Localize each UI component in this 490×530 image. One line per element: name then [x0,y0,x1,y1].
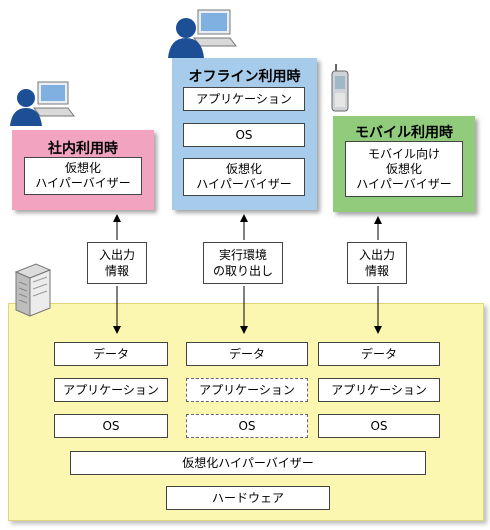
server-app-3: アプリケーション [318,378,440,402]
server-os-3: OS [318,414,440,438]
server-data-1: データ [54,342,168,366]
server-app-1: アプリケーション [54,378,168,402]
offline-transfer-label: 実行環境 の取り出し [203,242,283,284]
office-title: 社内利用時 [48,141,118,157]
server-hypervisor: 仮想化ハイパーバイザー [70,451,426,475]
server-os-1: OS [54,414,168,438]
offline-title: オフライン利用時 [188,69,301,85]
office-hypervisor: 仮想化 ハイパーバイザー [24,157,142,195]
server-data-2: データ [186,342,308,366]
offline-app: アプリケーション [183,87,305,111]
server-area [8,303,484,521]
offline-user-icon [166,6,238,60]
office-transfer-label: 入出力 情報 [87,242,147,284]
offline-os: OS [183,123,305,147]
offline-hypervisor: 仮想化 ハイパーバイザー [183,158,305,196]
server-os-2: OS [186,414,308,438]
mobile-transfer-label: 入出力 情報 [347,242,407,284]
mobile-phone-icon [330,62,350,114]
server-app-2: アプリケーション [186,378,308,402]
mobile-hypervisor: モバイル向け 仮想化 ハイパーバイザー [345,141,463,197]
server-data-3: データ [318,342,440,366]
office-user-icon [8,78,76,128]
mobile-title: モバイル利用時 [355,125,453,141]
server-hardware: ハードウェア [166,486,330,510]
server-rack-icon [10,262,54,318]
